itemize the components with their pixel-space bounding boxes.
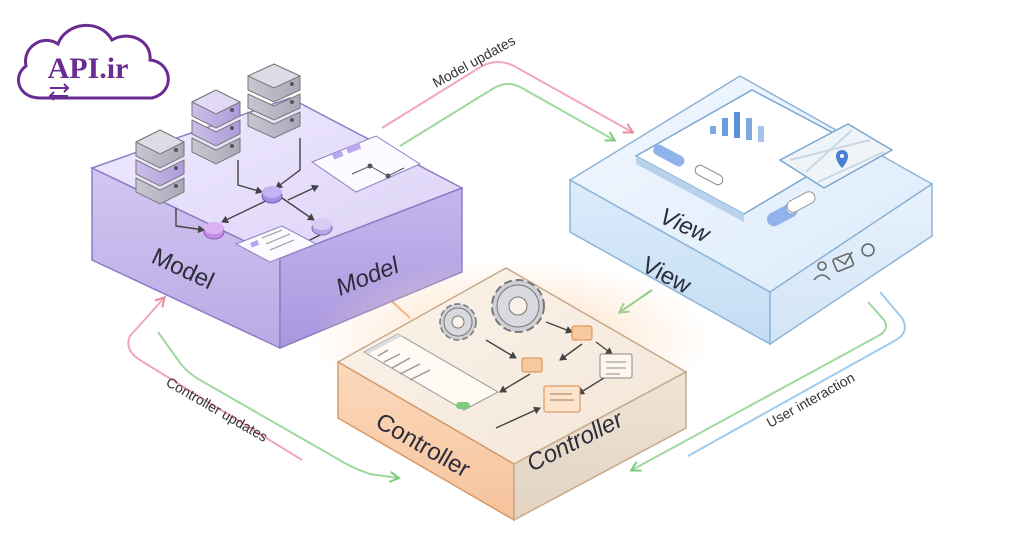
label-model-updates: Model updates xyxy=(430,32,518,91)
model-connectors xyxy=(175,138,323,247)
swap-arrows-icon xyxy=(48,83,70,101)
logo-text: API.ir xyxy=(48,52,129,85)
cloud-icon xyxy=(16,24,170,100)
arrow-user-to-controller-green xyxy=(632,301,887,470)
person-icon xyxy=(813,261,831,281)
envelope-icon xyxy=(832,251,855,273)
arrow-model-to-view-pink xyxy=(381,61,632,132)
arrow-model-to-view-green xyxy=(399,83,614,147)
model-node xyxy=(261,186,283,204)
bar-chart-icon xyxy=(710,112,764,142)
view-screen-dashboard xyxy=(634,89,860,222)
flow-node xyxy=(571,325,593,341)
gear-icon xyxy=(439,303,477,341)
circle-icon xyxy=(861,243,875,257)
map-pin-icon xyxy=(836,150,848,168)
arrow-view-to-controller-blue xyxy=(687,291,906,457)
arrow-model-updates: Model updates xyxy=(381,32,632,147)
controller-flow xyxy=(485,321,613,429)
flow-doc xyxy=(599,353,633,379)
toggle-icon xyxy=(767,191,816,227)
view-screen-map xyxy=(778,123,894,189)
flow-doc xyxy=(543,385,581,413)
label-user-interaction: User interaction xyxy=(764,369,858,431)
brand-logo[interactable]: API.ir xyxy=(16,24,170,101)
server-icon xyxy=(190,89,242,165)
controller-block[interactable]: Controller Controller xyxy=(310,260,710,522)
flow-node xyxy=(521,357,543,373)
controller-block-side xyxy=(513,370,687,522)
label-controller-updates: Controller updates xyxy=(164,374,271,445)
arrow-controller-to-model-pink xyxy=(127,298,303,461)
gear-icon xyxy=(491,279,545,333)
model-node xyxy=(203,222,225,240)
controller-code-panel xyxy=(362,333,500,411)
model-panel-dataflow xyxy=(310,135,422,193)
view-block[interactable]: View View xyxy=(568,75,934,346)
model-panel-list xyxy=(234,225,318,263)
model-node xyxy=(311,218,333,236)
arrow-model-to-controller-green xyxy=(157,331,398,478)
view-block-side xyxy=(769,182,933,346)
model-block[interactable]: Model Model xyxy=(90,63,464,350)
server-icon xyxy=(246,63,302,139)
server-icon xyxy=(134,129,186,205)
